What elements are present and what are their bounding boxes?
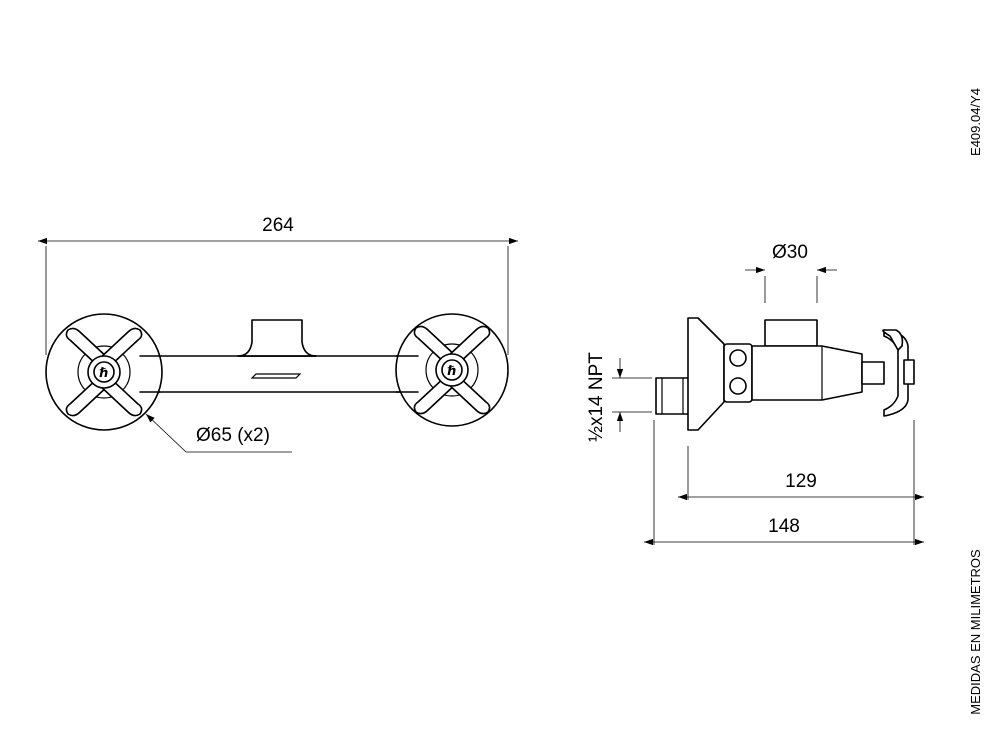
dimension-depth-body: 129 [678,420,924,545]
dimension-depth-total: 148 [644,420,924,546]
valve-body [751,345,863,401]
left-handle-logo-icon: ℏ [99,365,108,380]
outlet-stub [764,319,818,347]
units-note: MEDIDAS EN MILIMETROS [968,549,983,715]
dimension-outlet-diameter: Ø30 [745,242,837,303]
drawing-code: E409.04/Y4 [968,88,983,156]
left-valve: ℏ [45,313,163,431]
rosette-diameter-label: Ø65 (x2) [196,425,270,446]
side-cross-handle [882,329,915,417]
outlet-diameter-label: Ø30 [772,242,808,263]
threaded-inlet [655,377,691,415]
mixer-body [139,319,421,393]
depth-body-label: 129 [785,471,817,492]
right-valve: ℏ [395,313,509,427]
right-handle-logo-icon: ℏ [447,363,456,378]
spindle [861,361,885,385]
depth-total-label: 148 [768,516,800,537]
front-view: ℏ ℏ 264 [38,215,518,453]
overall-width-label: 264 [262,215,294,236]
dimension-thread: ½x14 NPT [586,352,652,442]
dimension-rosette-diameter: Ø65 (x2) [145,413,292,453]
wall-flange [687,317,725,431]
thread-label: ½x14 NPT [586,352,607,442]
dimension-overall-width: 264 [38,215,518,355]
side-view: Ø30 ½x14 NPT 129 148 [586,242,924,546]
